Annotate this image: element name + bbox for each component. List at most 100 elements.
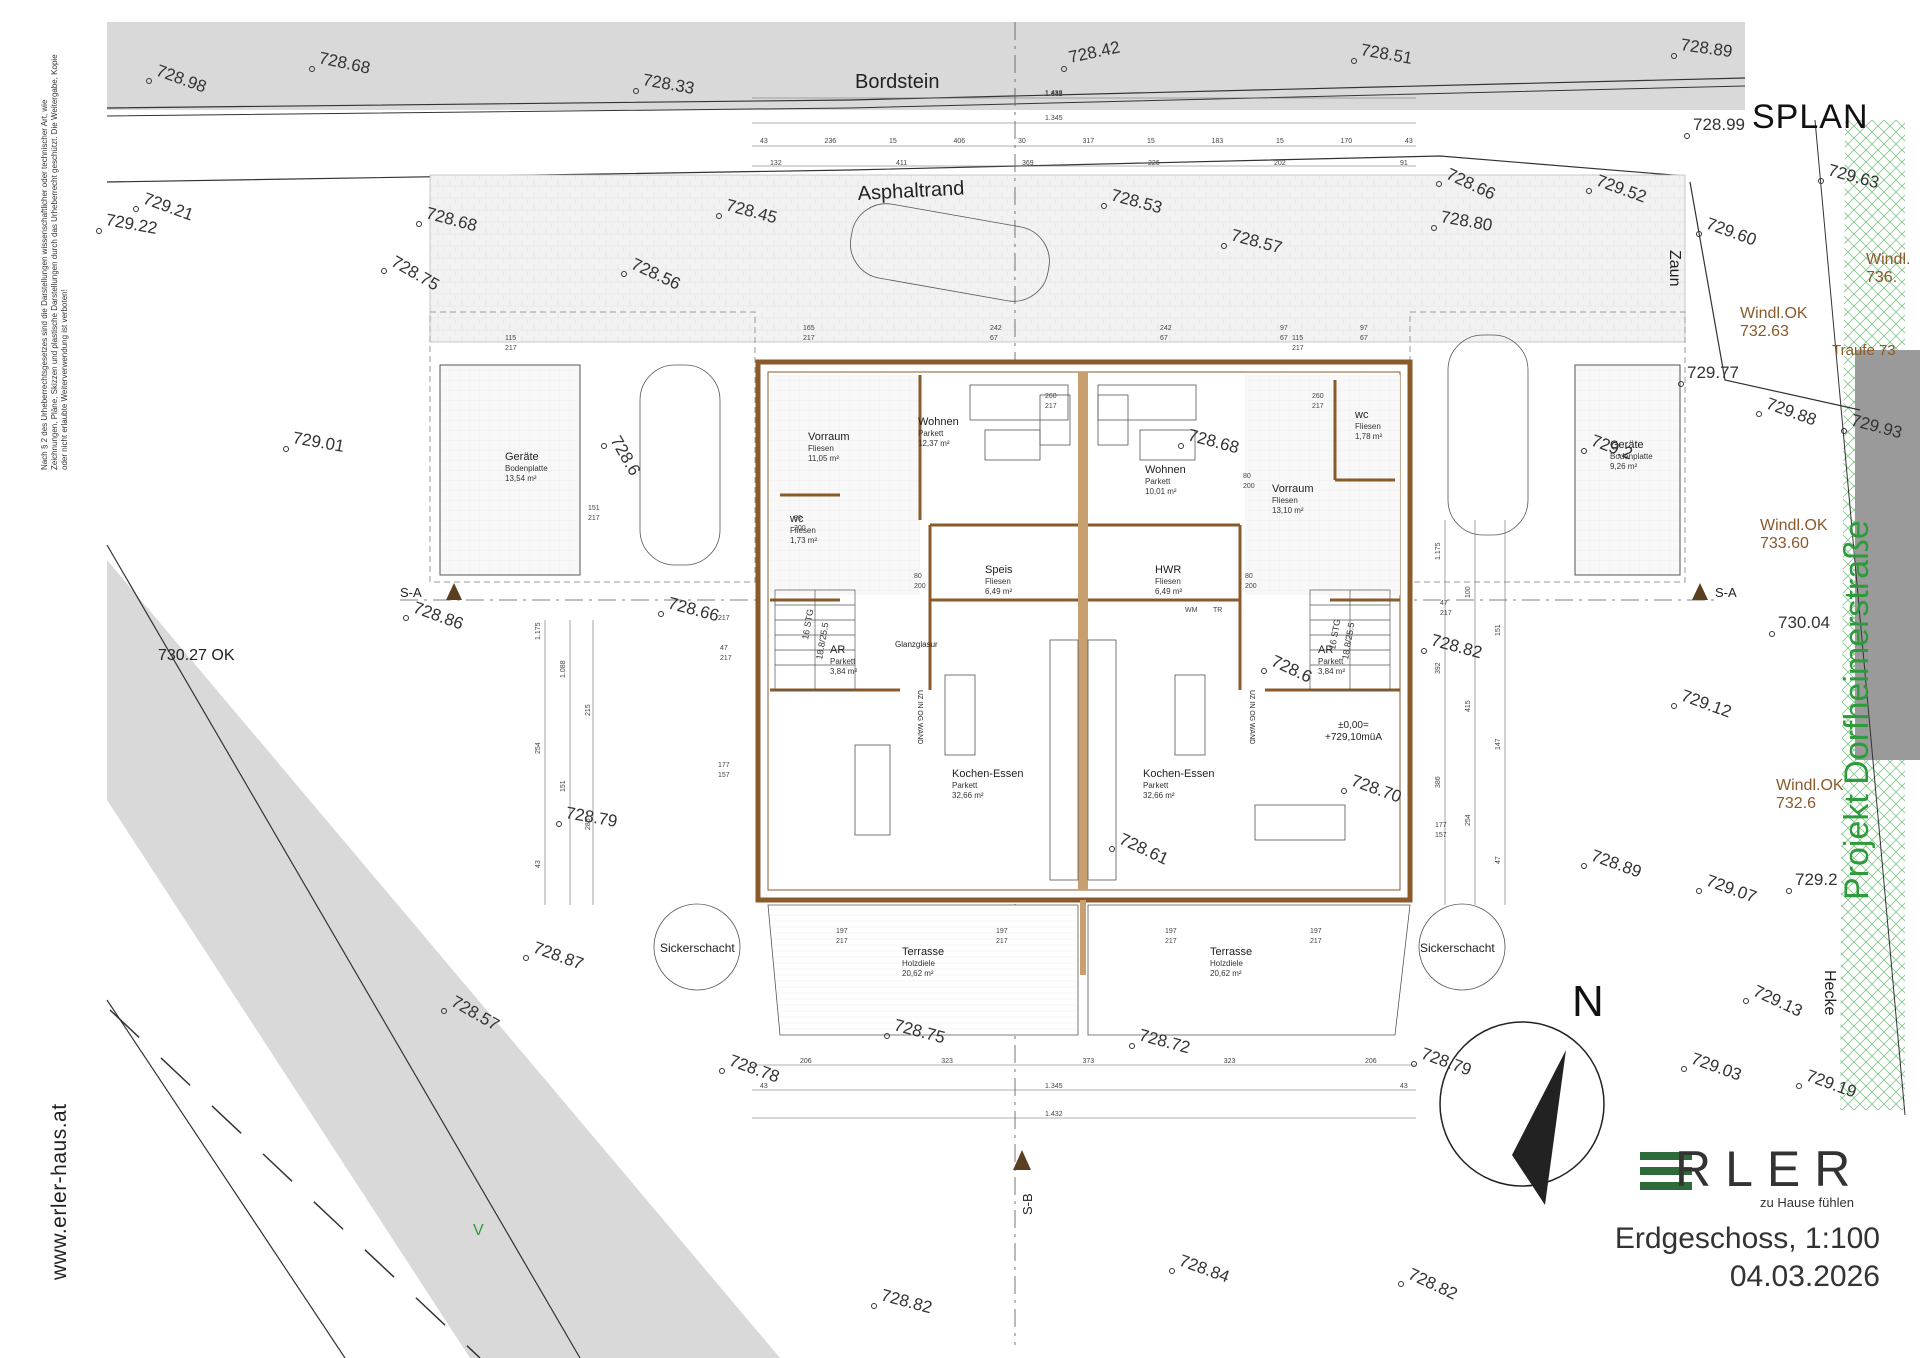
door-dim-38: 260 xyxy=(1312,393,1324,400)
door-dim-14: 97 xyxy=(1360,325,1368,332)
bottom-dim-5: 43 xyxy=(760,1083,768,1090)
room-area-geraete-left: 13,54 m² xyxy=(505,474,537,483)
top-dim-b-6: 15 xyxy=(1147,138,1155,145)
room-name-terrasse-right: Terrasse xyxy=(1210,946,1252,958)
brand-slogan: zu Hause fühlen xyxy=(1760,1195,1854,1210)
elevation-marker-37 xyxy=(1696,888,1702,894)
elevation-marker-9 xyxy=(1696,231,1702,237)
elevation-9: 729.60 xyxy=(1704,214,1759,250)
elevation-marker-45 xyxy=(1743,998,1749,1004)
geraete-left-outline xyxy=(429,311,756,583)
elevation-marker-2 xyxy=(633,88,639,94)
traufe-label: Traufe 73 xyxy=(1832,342,1896,359)
room-floor-wohnen-right: Parkett xyxy=(1145,477,1171,486)
bottom-dim-a-4: 206 xyxy=(1365,1058,1377,1065)
side-dim-right-8: 47 xyxy=(1495,856,1502,864)
elevation-marker-19 xyxy=(1221,243,1227,249)
elevation-marker-4 xyxy=(1351,58,1357,64)
elevation-marker-0 xyxy=(146,78,152,84)
door-dim-4: 80 xyxy=(914,573,922,580)
table-left xyxy=(984,429,1041,461)
room-name-terrasse-left: Terrasse xyxy=(902,946,944,958)
elevation-29: 728.82 xyxy=(1429,631,1484,663)
road-center xyxy=(109,1009,481,1358)
elevation-48: 728.84 xyxy=(1177,1251,1232,1287)
side-dim-left-1: 1.088 xyxy=(560,660,567,678)
elevation-marker-17 xyxy=(621,271,627,277)
kitchen-row-left xyxy=(1049,639,1079,881)
top-dim-b-0: 43 xyxy=(760,138,768,145)
top-dim-c-0: 132 xyxy=(770,160,782,167)
top-dim-b-4: 30 xyxy=(1018,138,1026,145)
section-b-label: S-B xyxy=(1020,1193,1035,1215)
elevation-39: 728.87 xyxy=(531,938,586,974)
room-floor-terrasse-left: Holzdiele xyxy=(902,959,935,968)
glanzglasur-label: Glanzglasur xyxy=(895,640,938,649)
elevation-marker-8 xyxy=(1818,178,1824,184)
elevation-marker-48 xyxy=(1169,1268,1175,1274)
door-dim-40: 260 xyxy=(1045,393,1057,400)
room-area-wc-right: 1,78 m² xyxy=(1355,432,1382,441)
zero-level: ±0,00= xyxy=(1338,720,1369,731)
sickerschacht-left-circle xyxy=(653,903,741,991)
brand-logo xyxy=(1640,1152,1692,1190)
property-line-right xyxy=(1814,119,1906,1116)
room-floor-kochen-right: Parkett xyxy=(1143,781,1169,790)
side-dim-right-3: 392 xyxy=(1435,662,1442,674)
windl-1-label: Windl.OK xyxy=(1740,305,1808,322)
elevation-38: 729.2 xyxy=(1795,870,1838,889)
elevation-marker-36 xyxy=(1581,863,1587,869)
elevation-24: 728.6 xyxy=(607,433,645,479)
side-dim-right-1: 100 xyxy=(1465,586,1472,598)
room-area-kochen-right: 32,66 m² xyxy=(1143,791,1175,800)
door-dim-1: 200 xyxy=(794,525,806,532)
windl-3-value: 732.6 xyxy=(1776,795,1816,812)
door-dim-15: 67 xyxy=(1360,335,1368,342)
section-a-right-marker xyxy=(1692,583,1708,600)
elevation-marker-41 xyxy=(884,1033,890,1039)
section-a-right-label: S-A xyxy=(1715,585,1737,600)
top-dim-1: 1.345 xyxy=(1045,115,1063,122)
elevation-42: 728.72 xyxy=(1137,1026,1192,1058)
elevation-marker-42 xyxy=(1129,1043,1135,1049)
room-floor-wc-right: Fliesen xyxy=(1355,422,1381,431)
door-dim-0: 80 xyxy=(794,515,802,522)
room-area-vorraum-left: 11,05 m² xyxy=(808,454,839,463)
driveway-paving xyxy=(429,174,1686,343)
kitchen-row-right xyxy=(1087,639,1117,881)
door-dim-23: 217 xyxy=(720,655,732,662)
door-dim-20: 97 xyxy=(1280,325,1288,332)
sickerschacht-right-circle xyxy=(1418,903,1506,991)
car-left xyxy=(639,364,721,566)
windl-top-label: Windl. xyxy=(1866,251,1910,268)
elevation-marker-20 xyxy=(1678,381,1684,387)
road-edge-2 xyxy=(106,999,346,1358)
vorraum-right-floor xyxy=(1245,375,1400,595)
room-name-kochen-left: Kochen-Essen xyxy=(952,768,1024,780)
elevation-28: 728.66 xyxy=(666,594,721,626)
car-right xyxy=(1447,334,1529,536)
elevation-marker-10 xyxy=(133,206,139,212)
section-a-left-marker xyxy=(446,583,462,600)
room-area-ar-left: 3,84 m² xyxy=(830,667,857,676)
elevation-marker-27 xyxy=(403,615,409,621)
room-area-vorraum-right: 13,10 m² xyxy=(1272,506,1304,515)
website-url: www.erler-haus.at xyxy=(48,1103,71,1280)
side-dim-left-0: 1.175 xyxy=(535,622,542,640)
kitchen-island-right xyxy=(1174,674,1206,756)
elevation-marker-31 xyxy=(1261,668,1267,674)
door-dim-22: 47 xyxy=(720,645,728,652)
top-dim-b-10: 43 xyxy=(1405,138,1413,145)
room-name-ar-left: AR xyxy=(830,644,845,656)
windl-top-value: 736. xyxy=(1866,269,1897,286)
top-dim-c-5: 91 xyxy=(1400,160,1408,167)
sickerschacht-left: Sickerschacht xyxy=(660,941,735,955)
elevation-marker-49 xyxy=(1398,1281,1404,1287)
bottom-dim-8: 1.432 xyxy=(1045,1111,1063,1118)
side-dim-right-4: 415 xyxy=(1465,700,1472,712)
room-name-vorraum-left: Vorraum xyxy=(808,431,850,443)
elevation-marker-23 xyxy=(283,446,289,452)
door-dim-28: 177 xyxy=(1435,822,1447,829)
